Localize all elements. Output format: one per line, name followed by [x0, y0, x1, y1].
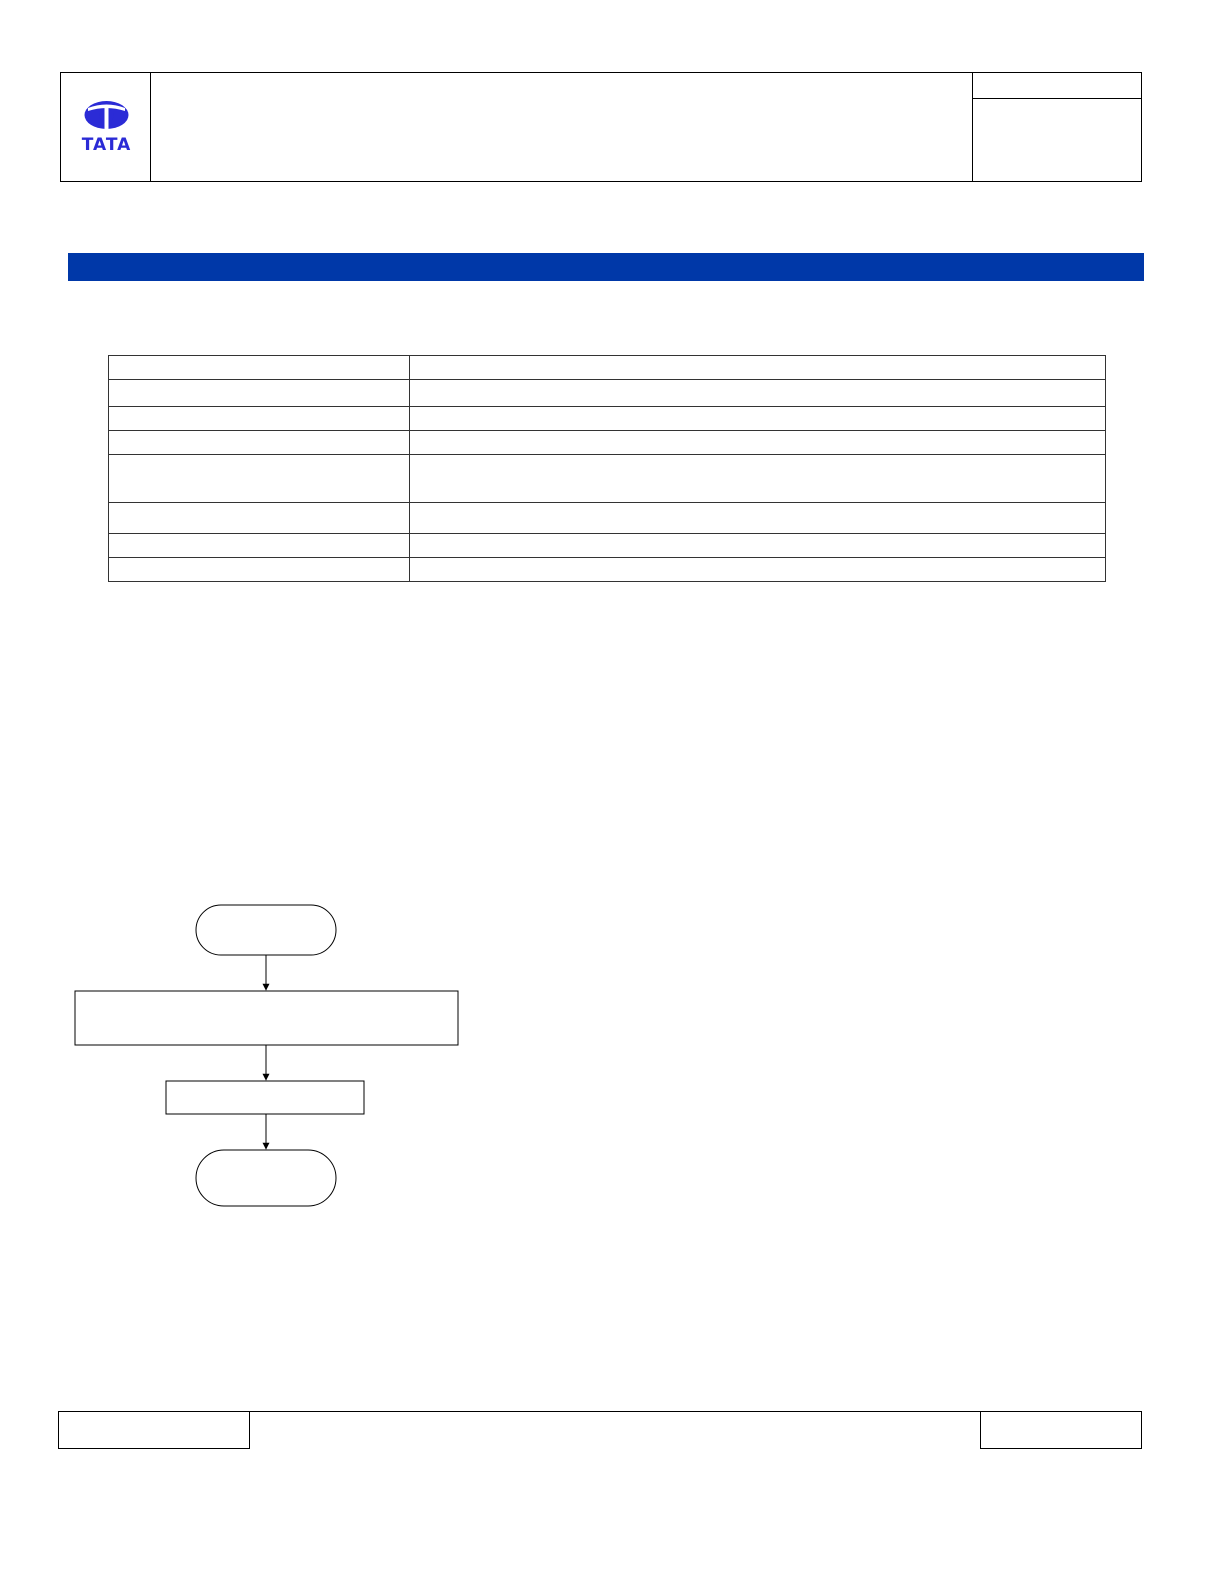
footer-right-box — [980, 1411, 1142, 1449]
table-label-cell — [108, 557, 410, 582]
logo-cell: TATA — [60, 72, 151, 182]
tata-logo-icon — [84, 101, 129, 130]
table-row — [108, 454, 1106, 503]
flow-step-2-box — [165, 1080, 365, 1115]
table-row — [108, 355, 1106, 380]
info-table — [108, 355, 1106, 582]
table-value-cell — [409, 454, 1106, 503]
table-value-cell — [409, 557, 1106, 582]
footer-left-box — [58, 1411, 250, 1449]
table-value-cell — [409, 379, 1106, 407]
table-row — [108, 430, 1106, 455]
flow-end-node — [195, 1149, 337, 1207]
table-row — [108, 557, 1106, 582]
section-header-band — [68, 253, 1144, 281]
logo-wordmark: TATA — [81, 135, 132, 155]
table-row — [108, 379, 1106, 407]
doc-revision-cell — [972, 98, 1142, 182]
table-row — [108, 502, 1106, 534]
footer-divider — [250, 1411, 981, 1412]
flow-step-1-box — [74, 990, 459, 1046]
flow-start-node — [195, 904, 337, 956]
